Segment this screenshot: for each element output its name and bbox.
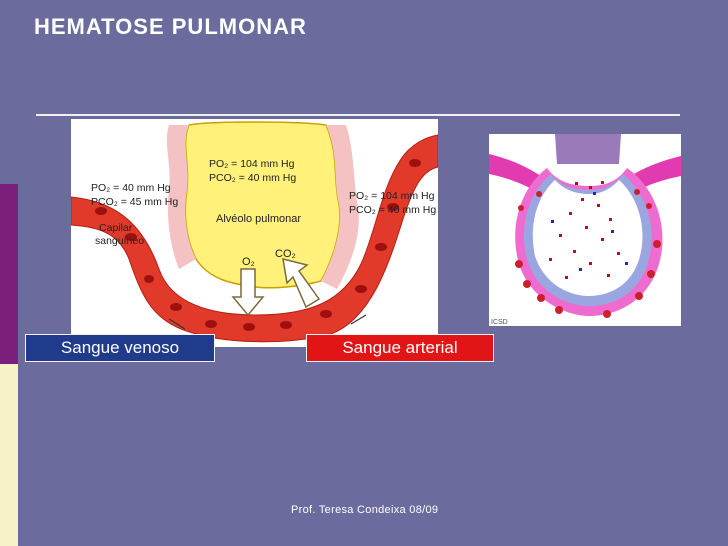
left-accent-bar-bottom xyxy=(0,364,18,546)
venous-pco2-text: PCO₂ = 45 mm Hg xyxy=(91,196,178,208)
slide-title: HEMATOSE PULMONAR xyxy=(34,14,307,40)
capillary-label-line1: Capilar xyxy=(99,222,133,234)
venous-po2-text: PO₂ = 40 mm Hg xyxy=(91,182,171,194)
arterial-po2-text: PO₂ = 104 mm Hg xyxy=(349,190,435,202)
bronchiole xyxy=(555,134,621,164)
capillary-label-line2: sanguíneo xyxy=(95,235,144,247)
alveolus-label: Alvéolo pulmonar xyxy=(216,213,301,225)
alveolus-capillary-illustration: PO₂ = 104 mm Hg PCO₂ = 40 mm Hg Alvéolo … xyxy=(71,119,438,347)
arterial-blood-label: Sangue arterial xyxy=(306,334,494,362)
alveolus-capillary-diagram: PO₂ = 104 mm Hg PCO₂ = 40 mm Hg Alvéolo … xyxy=(71,119,438,347)
image-credit: ICSD xyxy=(491,319,508,326)
co2-label: CO₂ xyxy=(275,248,296,260)
arterial-pco2-text: PCO₂ = 40 mm Hg xyxy=(349,204,436,216)
alveolar-space xyxy=(533,180,643,296)
alveolus-cross-section: ICSD xyxy=(489,134,681,326)
alveolus-micrograph: ICSD xyxy=(489,134,681,326)
venous-blood-label: Sangue venoso xyxy=(25,334,215,362)
left-accent-bar-middle xyxy=(0,184,18,364)
alveolus-shape xyxy=(185,122,340,288)
title-divider xyxy=(36,114,680,116)
alveolus-pco2-text: PCO₂ = 40 mm Hg xyxy=(209,172,296,184)
o2-label: O₂ xyxy=(242,256,255,268)
left-accent-bar-top xyxy=(0,0,18,184)
alveolus-po2-text: PO₂ = 104 mm Hg xyxy=(209,158,295,170)
footer-author: Prof. Teresa Condeixa 08/09 xyxy=(291,504,438,516)
